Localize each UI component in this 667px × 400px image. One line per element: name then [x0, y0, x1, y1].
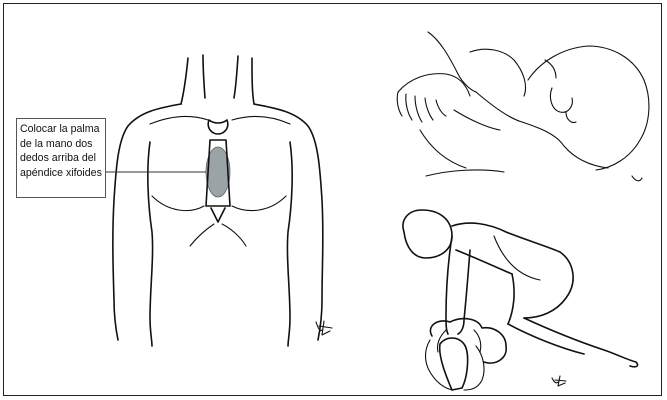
callout-line-3: dedos arriba del	[20, 151, 102, 166]
callout-line-1: Colocar la palma	[20, 122, 102, 137]
rescuer-kneeling-compressions	[403, 210, 638, 390]
instruction-callout: Colocar la palma de la mano dos dedos ar…	[16, 118, 106, 198]
artist-signature-bottom	[552, 376, 566, 386]
torso-front-view	[113, 55, 332, 346]
callout-line-2: de la mano dos	[20, 137, 102, 152]
callout-line-4: apéndice xifoides	[20, 166, 102, 181]
artist-signature	[316, 321, 332, 335]
artist-signature-small	[632, 176, 642, 181]
hands-on-chest-side-view	[397, 32, 649, 181]
